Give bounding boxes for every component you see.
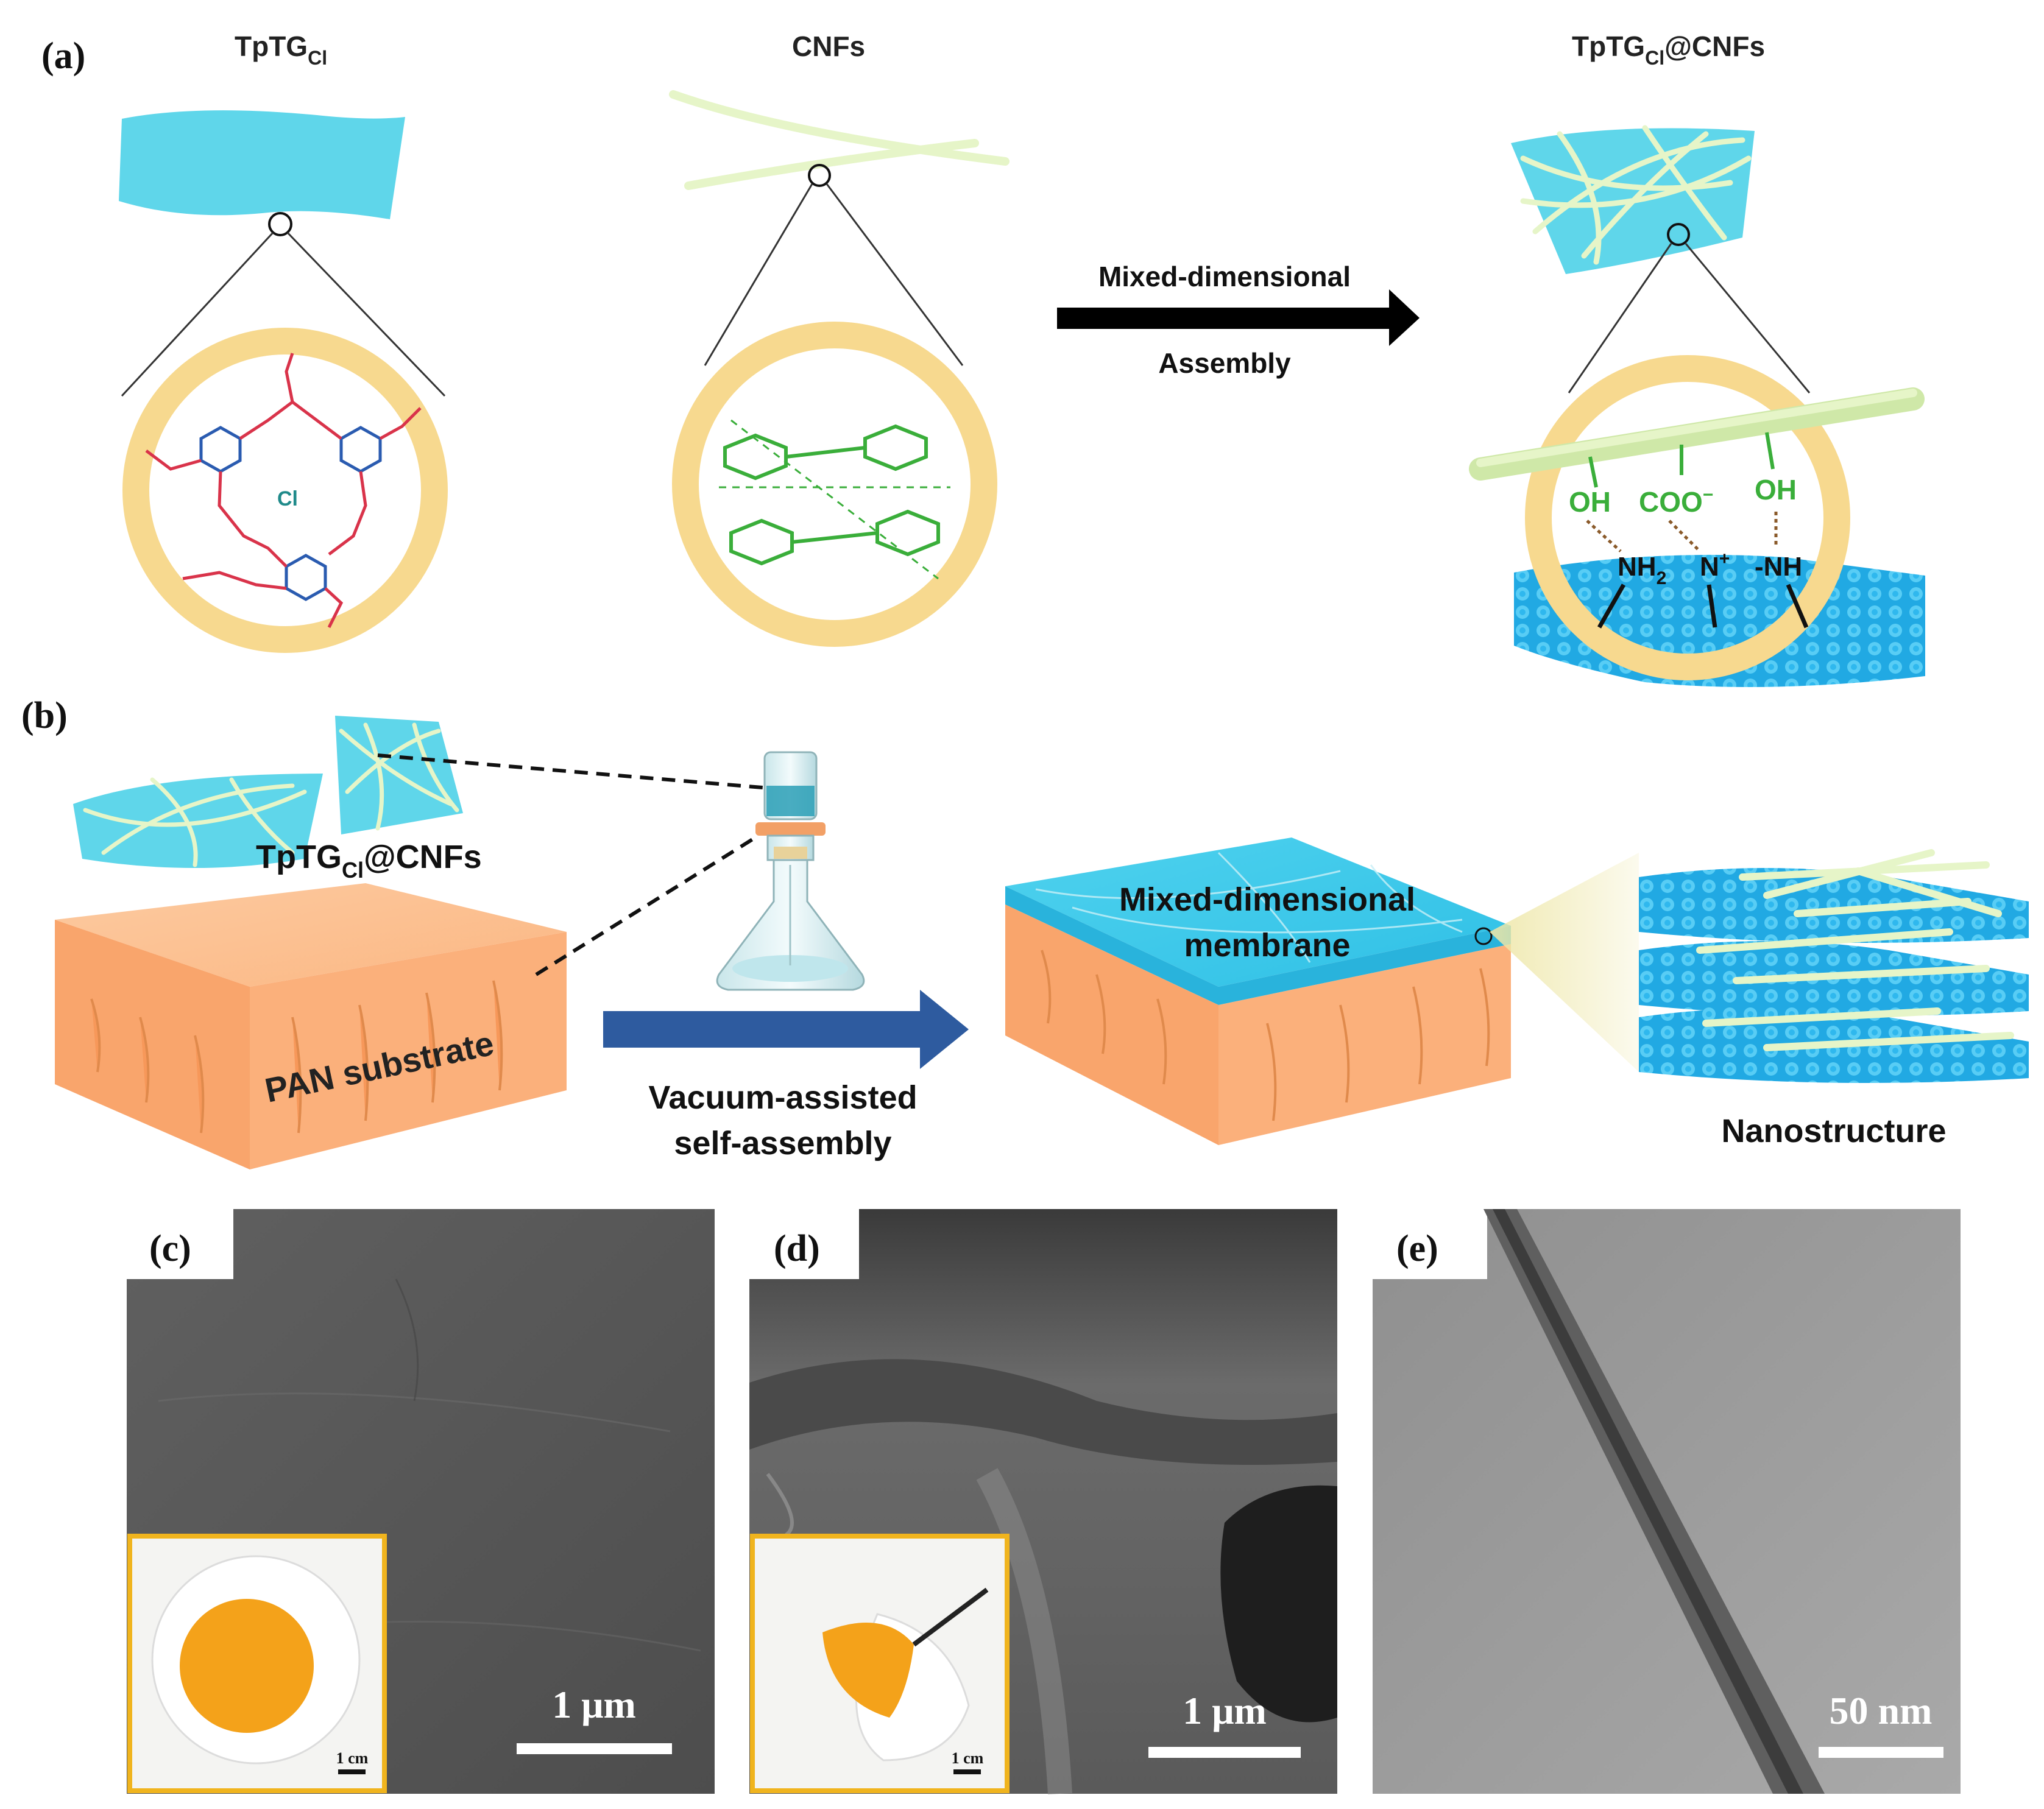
panel-e-tem	[1373, 1209, 1961, 1794]
panel-a-label: (a)	[41, 35, 85, 77]
chem-ring-2	[672, 322, 997, 647]
panel-d-inset	[750, 1534, 1010, 1793]
nh-group: -NH	[1755, 552, 1802, 582]
tptg-structure	[145, 353, 422, 629]
oh-group-1: OH	[1569, 486, 1611, 518]
col3-title: TpTGCl@CNFs	[1572, 30, 1765, 69]
n-plus-group: N+	[1700, 549, 1730, 582]
hybrid-label: TpTGCl@CNFs	[256, 839, 482, 883]
nanostructure-stack	[1639, 849, 2029, 1083]
assembly-arrow-bottom: Assembly	[1158, 347, 1291, 379]
panel-c-label: (c)	[149, 1228, 191, 1269]
panel-e-label: (e)	[1396, 1228, 1438, 1269]
cnf-rod	[1469, 387, 1925, 481]
zoom-beam	[1490, 853, 1639, 1072]
vacuum-flask-icon	[716, 751, 865, 991]
cnf-fiber-1	[669, 90, 1010, 166]
zoom-marker	[1474, 927, 1493, 945]
coo-group: COO−	[1639, 485, 1713, 518]
pan-substrate-block	[55, 883, 567, 1169]
hybrid-fibers	[1520, 125, 1752, 265]
panel-d-inset-scale: 1 cm	[952, 1749, 984, 1767]
nanostructure-label: Nanostructure	[1721, 1113, 1946, 1149]
vacuum-arrow	[603, 990, 969, 1069]
oh-group-2: OH	[1755, 474, 1797, 506]
assembly-arrow	[1057, 289, 1420, 346]
panel-c-inset	[127, 1534, 387, 1793]
chem-ring-3	[1525, 355, 1850, 680]
panel-d-scalebar	[1148, 1747, 1301, 1758]
cellulose-structure	[719, 419, 950, 580]
panel-d-label: (d)	[774, 1228, 820, 1269]
cnf-fiber-2	[684, 139, 979, 190]
hydrogen-bonds	[1586, 512, 1778, 552]
zoom-marker	[1667, 223, 1690, 246]
col1-title: TpTGCl	[235, 30, 327, 69]
panel-e-scalebar	[1819, 1747, 1943, 1758]
vacuum-label-2: self-assembly	[674, 1125, 891, 1162]
nh2-group: NH2	[1618, 552, 1666, 588]
zoom-marker	[808, 164, 831, 187]
tptg-sheet	[119, 110, 405, 219]
backbone-bonds	[1597, 584, 1809, 629]
col2-title: CNFs	[792, 30, 865, 62]
panel-c-scale-label: 1 μm	[552, 1683, 636, 1726]
panel-b-label: (b)	[21, 695, 68, 736]
zoom-marker	[268, 212, 292, 236]
chem-ring-1	[122, 328, 448, 653]
membrane-block	[1005, 838, 1511, 1145]
membrane-label-2: membrane	[1184, 927, 1350, 964]
panel-c-inset-scale: 1 cm	[336, 1749, 369, 1767]
vacuum-label-1: Vacuum-assisted	[648, 1079, 917, 1116]
panel-e-scale-label: 50 nm	[1830, 1689, 1933, 1732]
assembly-arrow-top: Mixed-dimensional	[1098, 261, 1351, 292]
functional-groups	[1588, 432, 1775, 488]
membrane-label-1: Mixed-dimensional	[1119, 881, 1415, 918]
chloride-label: Cl	[277, 487, 298, 510]
panel-d-scale-label: 1 μm	[1183, 1689, 1267, 1732]
panel-c-scalebar	[517, 1743, 672, 1754]
